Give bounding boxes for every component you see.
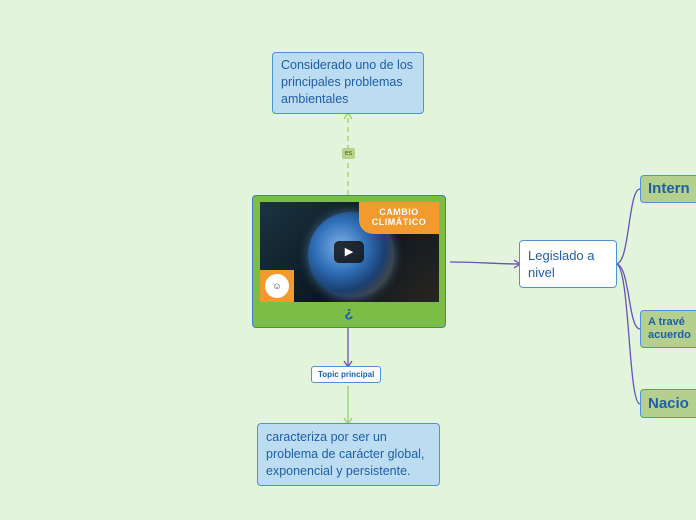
branch-internacional-text: Intern [648,180,690,197]
mascot: ☺ [260,270,294,302]
legislado-text: Legislado a nivel [528,248,595,280]
branch-acuerdos[interactable]: A travé acuerdo [640,310,696,348]
es-link-label[interactable]: es [342,148,355,159]
play-icon[interactable]: ▶ [334,241,364,263]
video-badge: CAMBIO CLIMÁTICO [359,202,439,234]
branch-internacional[interactable]: Intern [640,175,696,203]
video-thumbnail[interactable]: CAMBIO CLIMÁTICO ☺ ▶ [260,202,439,302]
bottom-note-text: caracteriza por ser un problema de carác… [266,430,425,478]
link-to-branch-1 [615,188,641,265]
legislado-topic[interactable]: Legislado a nivel [519,240,617,288]
top-note-topic[interactable]: Considerado uno de los principales probl… [272,52,424,114]
central-topic-title: ¿ [344,304,354,321]
link-to-branch-3 [615,263,641,405]
branch-acuerdos-text: A travé acuerdo [648,316,691,341]
link-center-to-legislado [449,261,520,265]
topic-principal-label[interactable]: Topic principal [311,366,382,383]
top-note-text: Considerado uno de los principales probl… [281,58,414,106]
smiling-face-icon: ☺ [265,274,289,298]
bottom-note-topic[interactable]: caracteriza por ser un problema de carác… [257,423,440,486]
branch-nacional-text: Nacio [648,395,689,412]
central-topic[interactable]: CAMBIO CLIMÁTICO ☺ ▶ ¿ [252,195,446,328]
branch-nacional[interactable]: Nacio [640,389,696,418]
link-to-branch-2 [615,263,641,330]
